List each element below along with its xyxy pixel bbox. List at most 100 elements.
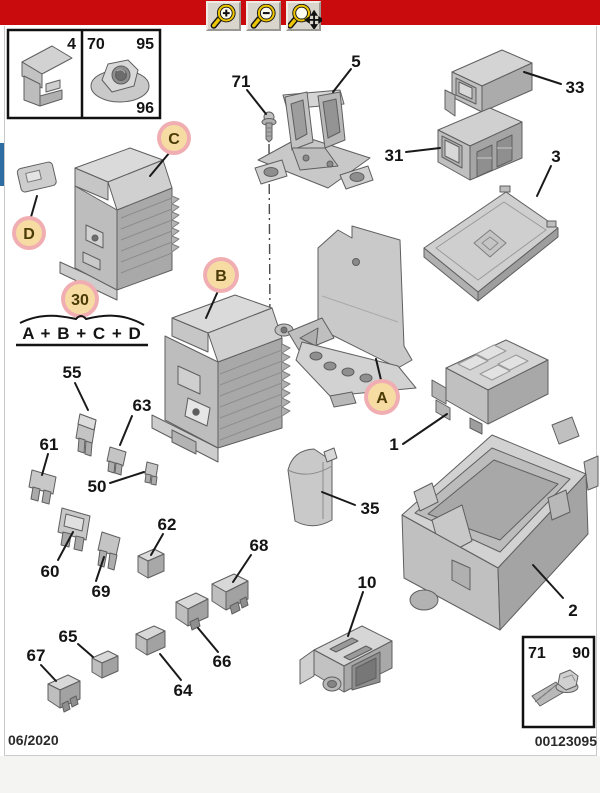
callout-number-30: 30 <box>71 292 89 309</box>
part-71-screw-drawing <box>531 669 579 707</box>
leader-c <box>149 151 171 177</box>
inset-label-71: 71 <box>528 645 546 662</box>
callout-circle-d: D <box>12 216 46 250</box>
leader-d <box>30 195 38 218</box>
part-5-bracket-drawing <box>254 89 374 190</box>
callout-63: 63 <box>133 396 152 415</box>
callout-5: 5 <box>351 52 360 71</box>
magnifier-pan-icon <box>288 3 322 29</box>
callout-50: 50 <box>88 477 107 496</box>
leader-b <box>205 290 219 319</box>
zoom-out-button[interactable] <box>246 1 281 31</box>
callout-69: 69 <box>92 582 111 601</box>
callout-62: 62 <box>158 515 177 534</box>
leader-35 <box>321 491 356 506</box>
formula-text: A + B + C + D <box>22 324 142 343</box>
callout-60: 60 <box>41 562 60 581</box>
part-d-cover-drawing <box>16 161 57 193</box>
inset-box-top-left: 4 70 95 96 <box>6 28 162 120</box>
callout-66: 66 <box>213 652 232 671</box>
leader-1 <box>402 413 448 445</box>
leader-69 <box>95 556 105 582</box>
callout-2: 2 <box>568 601 577 620</box>
leader-71 <box>246 89 267 115</box>
magnifier-minus-icon <box>250 3 276 29</box>
callout-3: 3 <box>551 147 560 166</box>
part-68-relay-drawing <box>211 573 249 615</box>
leader-5 <box>332 68 352 93</box>
leader-68 <box>232 554 252 583</box>
leader-3 <box>536 165 552 197</box>
leader-60 <box>57 531 74 561</box>
part-4-clip-drawing <box>21 45 73 107</box>
group-formula: A + B + C + D <box>16 314 148 347</box>
callout-61: 61 <box>40 435 59 454</box>
leader-10 <box>347 591 364 637</box>
part-65-relay-drawing <box>91 650 119 679</box>
inset-label-90: 90 <box>572 645 590 662</box>
magnifier-plus-icon <box>210 3 236 29</box>
callout-letter-a: A <box>376 390 388 407</box>
callout-letter-d: D <box>23 226 35 243</box>
part-60-maxi-fuse-drawing <box>57 507 91 552</box>
part-50-fuse-drawing <box>144 461 159 486</box>
part-70-flange-nut-drawing <box>90 59 150 103</box>
leader-55 <box>74 382 89 411</box>
leader-66 <box>197 627 219 653</box>
callout-68: 68 <box>250 536 269 555</box>
callout-67: 67 <box>27 646 46 665</box>
inset-label-96: 96 <box>136 100 154 117</box>
part-55-fuse-drawing <box>75 413 97 457</box>
zoom-pan-button[interactable] <box>286 1 322 31</box>
inset-box-bottom-right: 71 90 <box>521 635 596 729</box>
zoom-in-button[interactable] <box>206 1 241 31</box>
leader-a <box>375 358 382 381</box>
diagram-doc-number: 00123095 <box>535 733 598 749</box>
callout-33: 33 <box>566 78 585 97</box>
callout-circle-c: C <box>157 121 191 155</box>
part-fusebox-c-drawing <box>59 147 180 301</box>
callout-55: 55 <box>63 363 82 382</box>
leader-33 <box>523 71 562 85</box>
part-10-module-drawing <box>299 625 393 693</box>
part-35-cover-drawing <box>287 447 338 527</box>
leader-31 <box>405 147 441 153</box>
leader-65 <box>77 643 94 658</box>
inset-label-4: 4 <box>67 36 76 53</box>
callout-10: 10 <box>358 573 377 592</box>
letter-callouts: C D B A 30 <box>12 121 400 415</box>
callout-64: 64 <box>174 681 193 700</box>
leader-61 <box>41 453 49 476</box>
left-edge-blue-marker <box>0 143 4 186</box>
leader-63 <box>119 415 133 446</box>
callout-circle-b: B <box>203 257 239 293</box>
part-66-relay-drawing <box>175 592 209 631</box>
diagram-date: 06/2020 <box>8 732 59 748</box>
callout-letter-c: C <box>168 131 180 148</box>
part-33-cover-drawing <box>444 49 533 117</box>
part-64-relay-drawing <box>135 625 166 656</box>
part-fusebox-b-drawing <box>151 294 291 463</box>
callout-circle-30: 30 <box>61 280 99 318</box>
part-63-fuse-drawing <box>106 446 127 476</box>
leader-2 <box>532 564 564 599</box>
callout-71: 71 <box>232 72 251 91</box>
part-61-fuse-drawing <box>28 469 57 505</box>
part-67-relay-drawing <box>47 674 81 713</box>
leader-lines <box>30 68 564 682</box>
inset-label-70: 70 <box>87 36 105 53</box>
callout-labels: 71 5 33 31 3 1 2 35 10 55 63 61 50 60 69… <box>27 52 585 700</box>
callout-letter-b: B <box>215 268 227 285</box>
bottom-strip <box>0 756 600 793</box>
callout-1: 1 <box>389 435 398 454</box>
leader-64 <box>159 653 182 681</box>
formula-overbrace <box>19 314 145 326</box>
leader-62 <box>150 533 164 556</box>
part-3-lid-drawing <box>423 185 559 302</box>
part-1-fuse-module-drawing <box>431 339 549 435</box>
inset-label-95: 95 <box>136 36 154 53</box>
callout-31: 31 <box>385 146 404 165</box>
part-2-tray-drawing <box>401 416 599 631</box>
